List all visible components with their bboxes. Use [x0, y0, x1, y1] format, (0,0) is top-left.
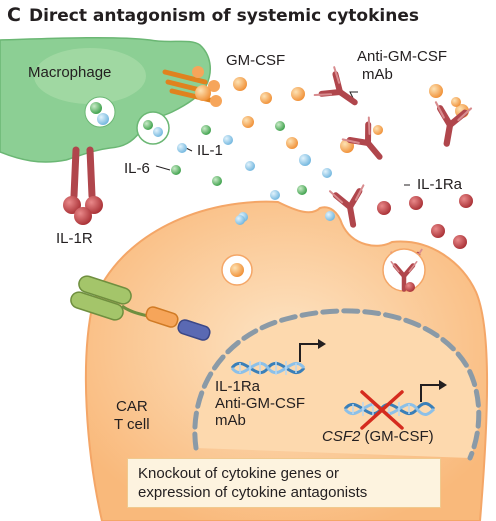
caption-line1: Knockout of cytokine genes or — [138, 465, 339, 482]
nucleus — [192, 308, 482, 461]
vesicle — [382, 248, 426, 292]
expression-label-line3: mAb — [215, 412, 246, 429]
dna-knockout — [343, 380, 447, 416]
figure-title: C Direct antagonism of systemic cytokines — [7, 4, 419, 26]
car-receptor — [70, 275, 211, 341]
macrophage — [0, 36, 212, 163]
car-label-line2: T cell — [114, 416, 150, 433]
il1-label: IL-1 — [197, 142, 223, 159]
title-text: Direct antagonism of systemic cytokines — [28, 6, 419, 26]
knockout-cross — [360, 390, 404, 430]
free-cytokines — [171, 77, 473, 249]
il6-label: IL-6 — [124, 160, 150, 177]
macrophage-label: Macrophage — [28, 64, 112, 81]
csf2-gene-name: CSF2 — [322, 428, 361, 445]
caption-box: Knockout of cytokine genes or expression… — [127, 458, 441, 508]
vesicle — [221, 254, 253, 286]
expression-label-line2: Anti-GM-CSF — [215, 395, 305, 412]
panel-letter: C — [7, 4, 21, 26]
csf2-suffix: (GM-CSF) — [360, 428, 434, 445]
gmcsf-label: GM-CSF — [226, 52, 286, 69]
il1-molecule — [97, 113, 109, 125]
gmcsf-molecule — [195, 85, 211, 101]
dna-expression — [230, 339, 326, 375]
il1r-label: IL-1R — [56, 230, 93, 247]
il1r-receptor — [63, 146, 103, 225]
caption-line2: expression of cytokine antagonists — [138, 484, 368, 501]
expression-label-line1: IL-1Ra — [215, 378, 261, 395]
car-label-line1: CAR — [116, 398, 148, 415]
csf2-label: CSF2 (GM-CSF) — [322, 428, 434, 445]
il1ra-label: IL-1Ra — [417, 176, 463, 193]
il6-molecule — [90, 102, 102, 114]
anti-gmcsf-label-line2: mAb — [362, 66, 393, 83]
anti-gmcsf-label-line1: Anti-GM-CSF — [357, 48, 447, 65]
il6-molecule — [143, 120, 153, 130]
il1-molecule — [153, 127, 163, 137]
